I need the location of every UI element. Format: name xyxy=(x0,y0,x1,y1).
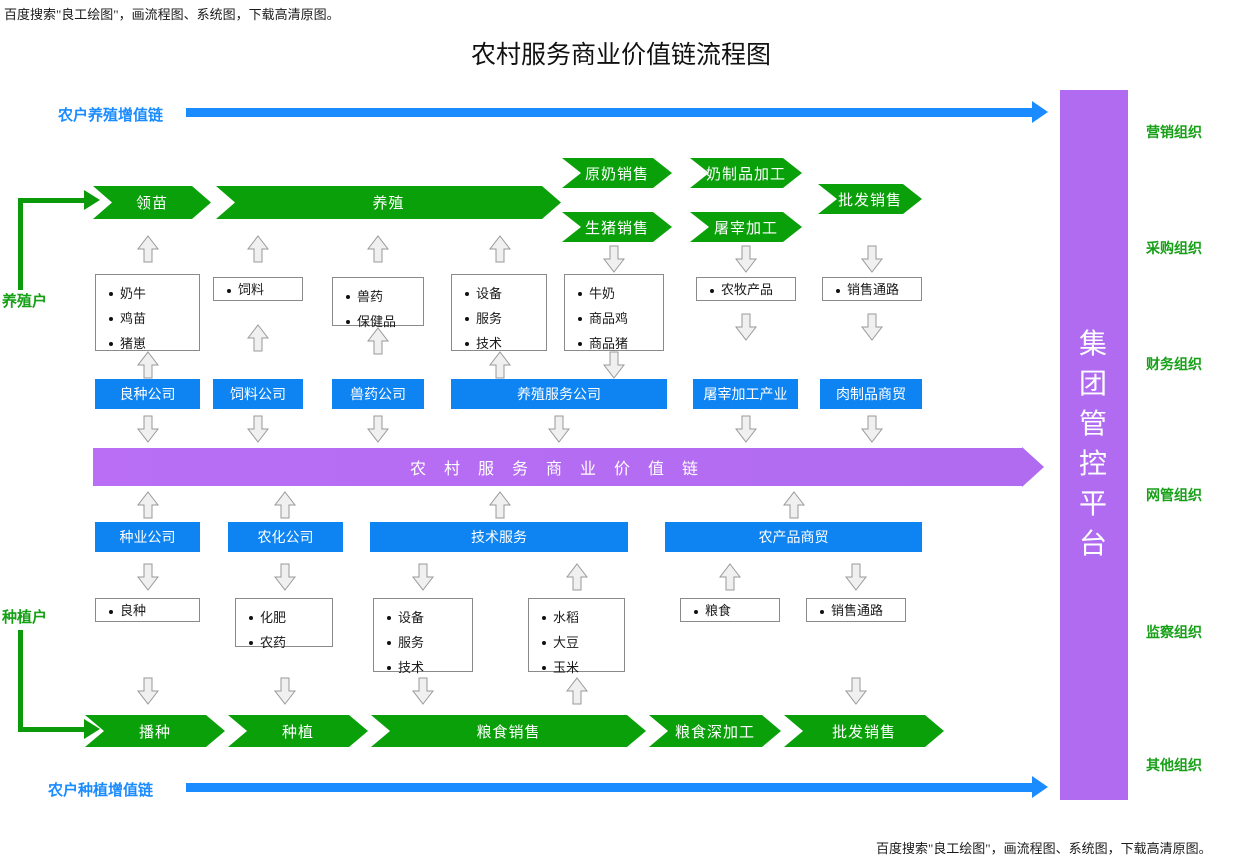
org-label-supervision: 监察组织 xyxy=(1146,626,1202,641)
list-item: 良种 xyxy=(109,599,191,622)
group-control-platform[interactable]: 集团管控平台 xyxy=(1060,90,1128,800)
input-box-planting-3: 设备 服务 技术 xyxy=(373,598,473,675)
process-lingmiao[interactable]: 领苗 xyxy=(93,186,211,219)
company-jishufuwu[interactable]: 技术服务 xyxy=(370,522,628,552)
process-yangzhi[interactable]: 养殖 xyxy=(216,186,561,219)
company-siliao[interactable]: 饲料公司 xyxy=(213,379,303,409)
company-shouyao[interactable]: 兽药公司 xyxy=(332,379,424,409)
list-item: 猪崽 xyxy=(109,331,191,356)
company-nongchanpin[interactable]: 农产品商贸 xyxy=(665,522,922,552)
company-rouzhipin[interactable]: 肉制品商贸 xyxy=(820,379,922,409)
input-box-breeding-4: 设备 服务 技术 xyxy=(451,274,547,351)
input-box-breeding-6: 农牧产品 xyxy=(696,277,796,301)
process-yuannaixiaoshou[interactable]: 原奶销售 xyxy=(562,158,672,188)
input-box-breeding-7: 销售通路 xyxy=(822,277,922,301)
org-label-procurement: 采购组织 xyxy=(1146,242,1202,257)
process-liangshixiaoshou[interactable]: 粮食销售 xyxy=(371,715,646,747)
planting-value-chain-arrow-body xyxy=(186,783,1032,792)
input-box-breeding-2: 饲料 xyxy=(213,277,303,301)
planting-farmer-connector-vertical xyxy=(18,630,23,730)
list-item: 玉米 xyxy=(542,655,616,680)
planting-value-chain-arrow-head xyxy=(1032,776,1048,798)
list-item: 技术 xyxy=(465,331,538,356)
org-label-finance: 财务组织 xyxy=(1146,358,1202,373)
planting-farmer-connector-horizontal xyxy=(18,727,84,732)
input-box-breeding-3: 兽药 保健品 xyxy=(332,277,424,329)
breeding-farmer-connector-vertical xyxy=(18,200,23,290)
page-title: 农村服务商业价值链流程图 xyxy=(470,42,771,69)
company-yangzhifuwu[interactable]: 养殖服务公司 xyxy=(451,379,667,409)
list-item: 农牧产品 xyxy=(710,278,787,301)
list-item: 大豆 xyxy=(542,630,616,655)
input-box-breeding-5: 牛奶 商品鸡 商品猪 xyxy=(564,274,664,351)
input-box-planting-5: 粮食 xyxy=(680,598,780,622)
breeding-farmer-connector-horizontal xyxy=(18,198,84,203)
list-item: 商品鸡 xyxy=(578,306,655,331)
list-item: 设备 xyxy=(387,605,464,630)
company-tuzaijiagong[interactable]: 屠宰加工产业 xyxy=(693,379,798,409)
breeding-value-chain-label: 农户养殖增值链 xyxy=(58,108,164,124)
input-box-planting-4: 水稻 大豆 玉米 xyxy=(528,598,625,675)
process-tuzaijiagong[interactable]: 屠宰加工 xyxy=(690,212,802,242)
org-label-other: 其他组织 xyxy=(1146,759,1202,774)
list-item: 服务 xyxy=(465,306,538,331)
list-item: 服务 xyxy=(387,630,464,655)
list-item: 鸡苗 xyxy=(109,306,191,331)
breeding-farmer-label: 养殖户 xyxy=(2,294,48,310)
list-item: 饲料 xyxy=(227,278,294,301)
central-value-chain-arrowhead xyxy=(1022,447,1044,487)
process-zhongzhi[interactable]: 种植 xyxy=(228,715,368,747)
breeding-farmer-connector-arrowhead xyxy=(84,190,100,210)
list-item: 销售通路 xyxy=(836,278,913,301)
list-item: 奶牛 xyxy=(109,281,191,306)
list-item: 销售通路 xyxy=(820,599,897,622)
input-box-planting-6: 销售通路 xyxy=(806,598,906,622)
org-label-marketing: 营销组织 xyxy=(1146,126,1202,141)
central-value-chain-label: 农 村 服 务 商 业 价 值 链 xyxy=(93,448,1022,486)
planting-value-chain-label: 农户种植增值链 xyxy=(48,783,154,799)
company-zhongye[interactable]: 种业公司 xyxy=(95,522,200,552)
list-item: 技术 xyxy=(387,655,464,680)
list-item: 兽药 xyxy=(346,284,415,309)
company-liangzhong[interactable]: 良种公司 xyxy=(95,379,200,409)
process-liangshishenjiagong[interactable]: 粮食深加工 xyxy=(649,715,781,747)
process-bozhong[interactable]: 播种 xyxy=(85,715,225,747)
planting-farmer-label: 种植户 xyxy=(2,610,48,626)
list-item: 保健品 xyxy=(346,309,415,334)
process-pifaxiaoshou-bottom[interactable]: 批发销售 xyxy=(784,715,944,747)
breeding-value-chain-arrow-head xyxy=(1032,101,1048,123)
org-label-network: 网管组织 xyxy=(1146,489,1202,504)
list-item: 水稻 xyxy=(542,605,616,630)
company-nonghua[interactable]: 农化公司 xyxy=(228,522,343,552)
list-item: 设备 xyxy=(465,281,538,306)
breeding-value-chain-arrow-body xyxy=(186,108,1032,117)
list-item: 化肥 xyxy=(249,605,324,630)
top-watermark: 百度搜索"良工绘图"，画流程图、系统图，下载高清原图。 xyxy=(4,7,340,22)
platform-label: 集团管控平台 xyxy=(1078,329,1109,560)
input-box-breeding-1: 奶牛 鸡苗 猪崽 xyxy=(95,274,200,351)
list-item: 牛奶 xyxy=(578,281,655,306)
input-box-planting-2: 化肥 农药 xyxy=(235,598,333,650)
list-item: 农药 xyxy=(249,630,324,655)
bottom-watermark: 百度搜索"良工绘图"，画流程图、系统图，下载高清原图。 xyxy=(876,841,1212,856)
input-box-planting-1: 良种 xyxy=(95,598,200,622)
list-item: 粮食 xyxy=(694,599,771,622)
list-item: 商品猪 xyxy=(578,331,655,356)
